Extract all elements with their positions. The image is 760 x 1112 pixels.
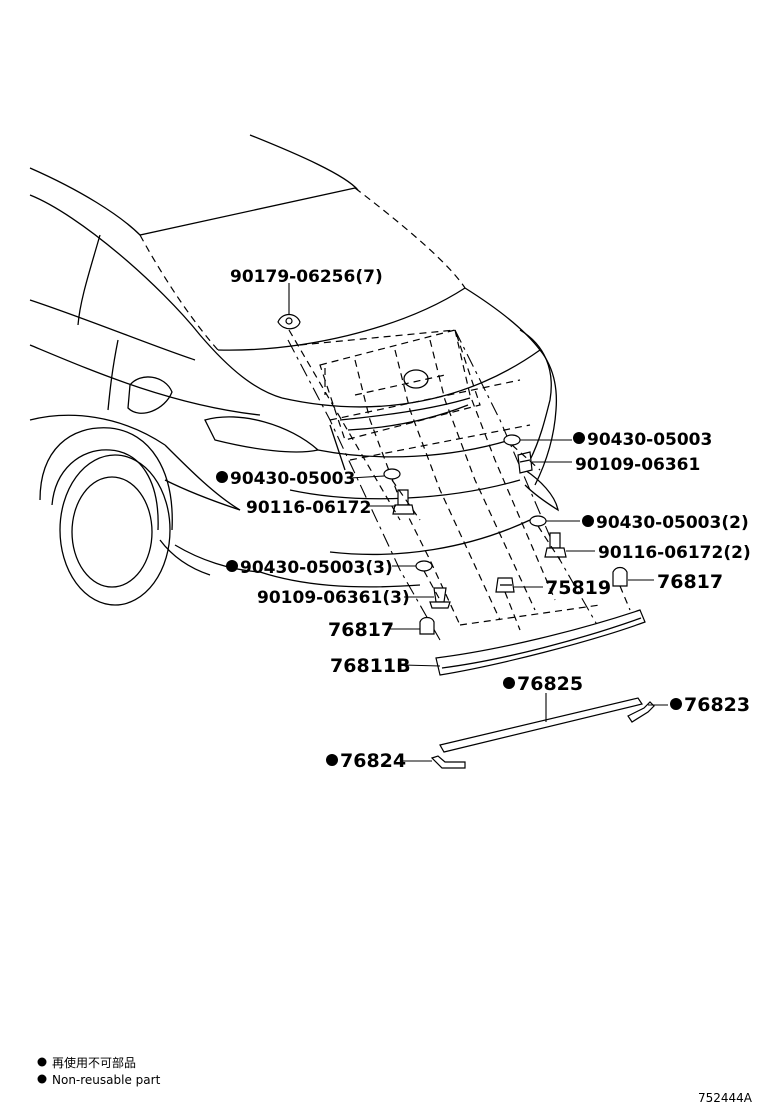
callout-90179-06256: 90179-06256(7) [230, 267, 383, 287]
callout-labels: 90179-06256(7) 90430-05003 90109-06361 9… [230, 267, 751, 772]
moulding-76825 [439, 697, 643, 753]
legend-dot-en [37, 1074, 47, 1084]
callout-90116-06172-2: 90116-06172(2) [598, 543, 751, 563]
callout-90109-06361-3: 90109-06361(3) [257, 588, 410, 608]
bolt-right-upper [517, 451, 533, 474]
endpiece-76824 [430, 755, 466, 769]
callout-90430-05003-left: 90430-05003 [230, 469, 355, 489]
bolt-right-lower [544, 532, 567, 558]
non-reusable-markers [216, 432, 682, 766]
clip-76817-right [612, 566, 628, 587]
callout-76825: 76825 [517, 673, 583, 695]
callout-76817-right: 76817 [657, 571, 723, 593]
car-body-outline [29, 134, 559, 588]
callout-76824: 76824 [340, 750, 406, 772]
legend-japanese: 再使用不可部品 [52, 1055, 136, 1070]
endpiece-76823 [627, 701, 655, 723]
garnish-76811B [435, 609, 646, 676]
callout-76823: 76823 [684, 694, 750, 716]
rear-wheel [39, 427, 211, 606]
callout-90430-05003-right: 90430-05003 [587, 430, 712, 450]
legend-english: Non-reusable part [52, 1073, 161, 1087]
bolt-left [392, 489, 415, 515]
callout-76811B: 76811B [330, 655, 411, 677]
washer-lower-left [415, 560, 433, 572]
clip-75819 [495, 577, 515, 593]
callout-90430-05003-3: 90430-05003(3) [240, 558, 393, 578]
callout-76817-left: 76817 [328, 619, 394, 641]
clip-76817-left [419, 616, 435, 635]
callout-90116-06172-left: 90116-06172 [246, 498, 371, 518]
legend-dot-ja [37, 1057, 47, 1067]
clip-90179 [277, 313, 301, 330]
washer-right-upper [503, 434, 521, 446]
screw-lower-left [429, 587, 451, 609]
washer-right-lower [529, 515, 547, 527]
callout-90430-05003-2: 90430-05003(2) [596, 513, 749, 533]
callout-90109-06361-right: 90109-06361 [575, 455, 700, 475]
illustration-code: 752444A [698, 1091, 753, 1105]
callout-75819: 75819 [545, 577, 611, 599]
leader-lines [288, 283, 668, 762]
legend: 再使用不可部品 Non-reusable part [37, 1055, 161, 1087]
washer-left [383, 468, 401, 480]
